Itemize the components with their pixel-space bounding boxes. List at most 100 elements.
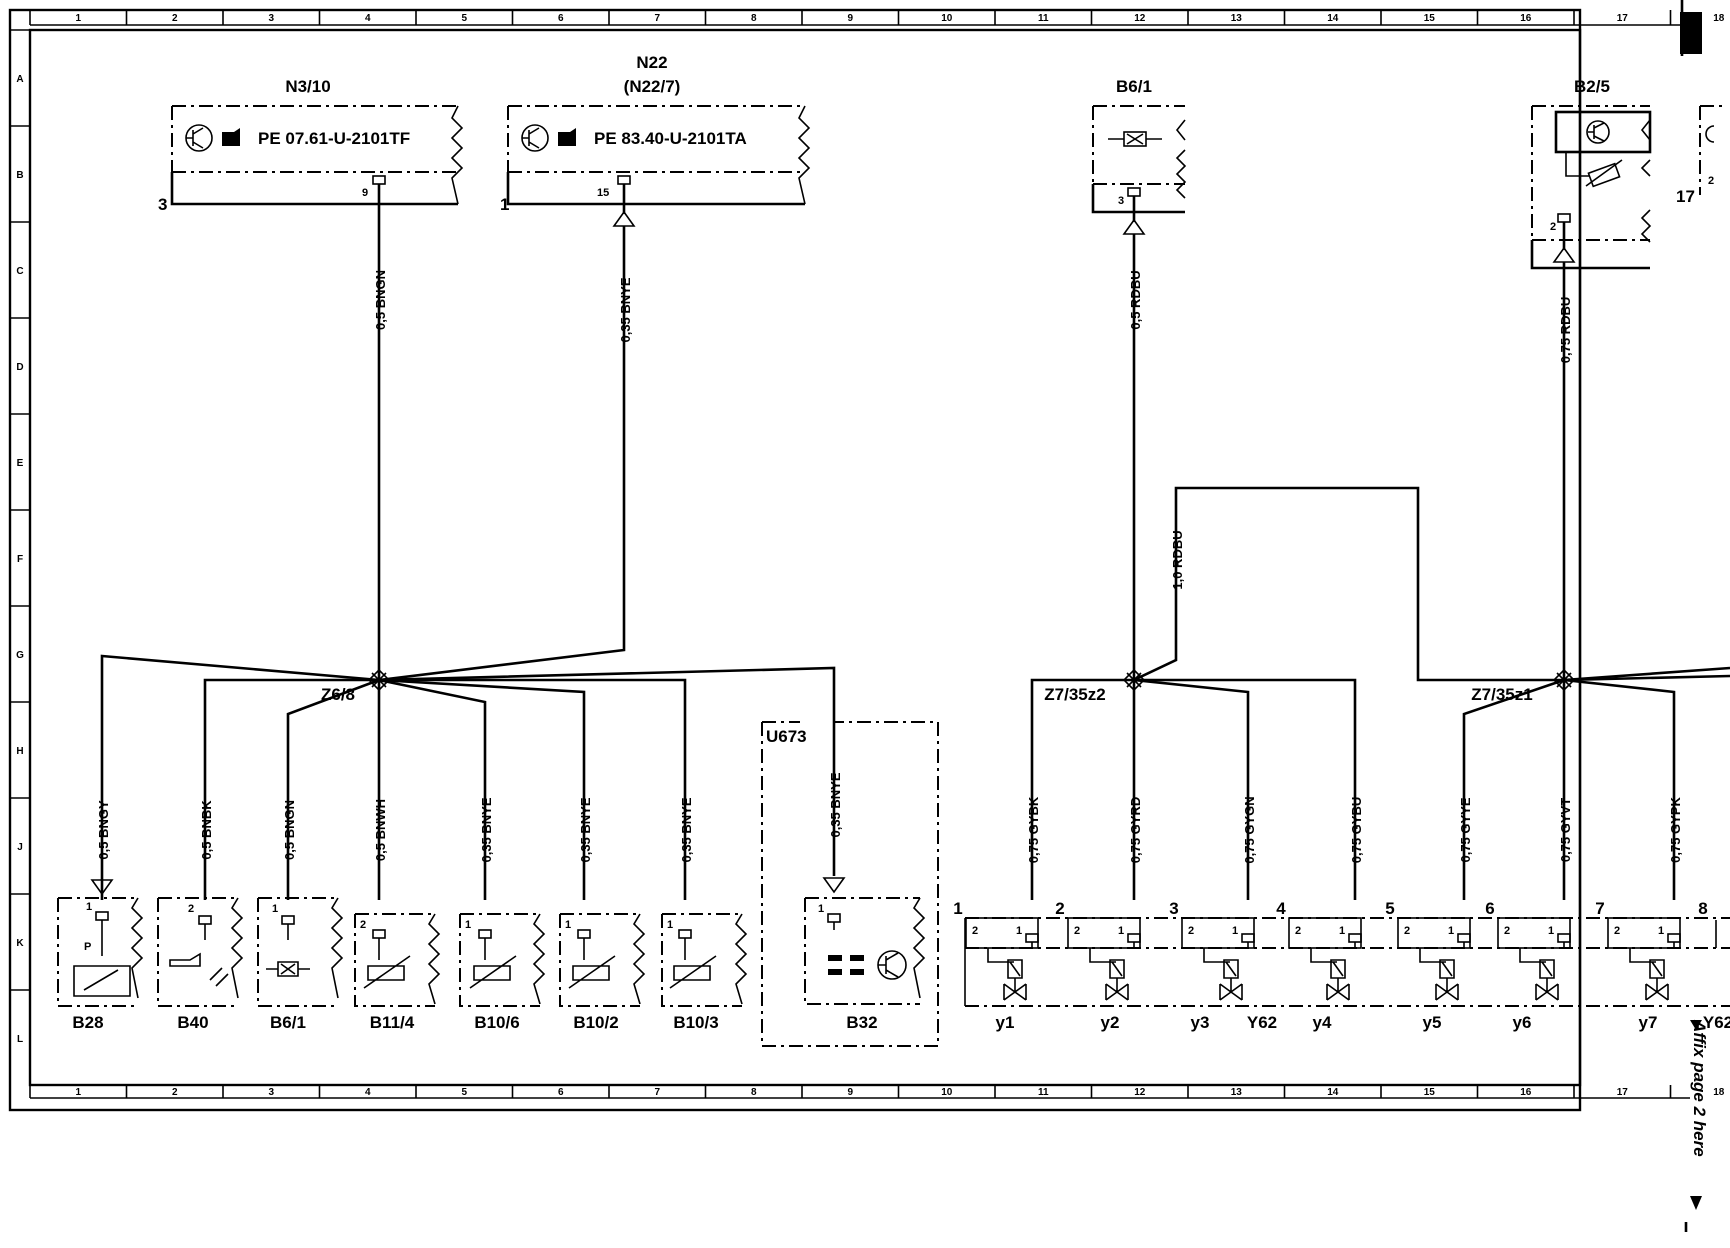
valve-number: 5 [1385, 899, 1394, 918]
wire-label: 0,5 BNGY [96, 800, 111, 860]
component-label: N22 [636, 53, 667, 72]
pointing-hand-icon [558, 128, 576, 146]
grid-column-label: 10 [941, 13, 953, 24]
grid-column-label: 14 [1327, 13, 1339, 24]
grid-column-label: 6 [558, 1087, 564, 1098]
wire-label: 0,35 BNYE [479, 797, 494, 862]
grid-row-label: A [16, 74, 23, 85]
grid-column-label: 8 [751, 13, 757, 24]
component-b2-5: B2/5 2 2 17 [1530, 77, 1725, 270]
top-wires: 0,5 BNGN 0,35 BNYE 0,5 RDBU 0,75 RDBU 1,… [372, 175, 1576, 682]
sensor-label: B28 [72, 1013, 103, 1032]
sensor-b6-1: 1 [257, 897, 344, 1007]
grid-row-label: K [16, 938, 24, 949]
grid-row-label: H [16, 746, 23, 757]
wire-label: 0,35 BNYE [679, 797, 694, 862]
splice-z7-35z2: Z7/35z2 [1030, 668, 1357, 900]
wire-label: 0,75 GYYE [1458, 797, 1473, 862]
pin-number: 2 [972, 925, 978, 937]
grid-column-label: 12 [1134, 13, 1146, 24]
component-ref: PE 83.40-U-2101TA [594, 129, 747, 148]
grid-row-label: F [17, 554, 23, 565]
valve-label: y6 [1513, 1013, 1532, 1032]
pointing-hand-icon [222, 128, 240, 146]
sensor-label: B40 [177, 1013, 208, 1032]
grid-column-label: 14 [1327, 1087, 1339, 1098]
valve-number: 6 [1485, 899, 1494, 918]
wire-label: 1,0 RDBU [1170, 530, 1185, 589]
splice-label: Z7/35z1 [1471, 685, 1532, 704]
grid-column-label: 4 [365, 1087, 371, 1098]
grid-column-label: 9 [847, 13, 853, 24]
pin-number: 1 [1548, 925, 1554, 937]
wire-label: 0,5 BNBK [199, 800, 214, 860]
pin-number: 2 [1074, 925, 1080, 937]
splice-z6-8: Z6/8 [100, 654, 836, 900]
wire-label: 0,75 GYPK [1668, 797, 1683, 863]
grid-column-label: 17 [1617, 13, 1629, 24]
component-label: B6/1 [1116, 77, 1152, 96]
pointing-hand-icon [1690, 1020, 1702, 1030]
wire-label: 0,35 BNYE [828, 772, 843, 837]
pin-number: 2 [1708, 175, 1714, 187]
pin-number: 1 [1448, 925, 1454, 937]
valve-number: 7 [1595, 899, 1604, 918]
grid-row-label: E [17, 458, 24, 469]
pin-number: 2 [1504, 925, 1510, 937]
valve-number: 8 [1698, 899, 1707, 918]
grid-column-label: 15 [1424, 1087, 1436, 1098]
grid-column-label: 16 [1520, 13, 1532, 24]
pin-number: 1 [1339, 925, 1345, 937]
grid-column-label: 1 [75, 13, 81, 24]
grid-column-label: 13 [1231, 13, 1243, 24]
valve-number: 4 [1276, 899, 1286, 918]
affix-note-text: Affix page 2 here [1690, 1019, 1709, 1157]
pin-number: 2 [1188, 925, 1194, 937]
affix-note: Affix page 2 here [1690, 1019, 1709, 1157]
grid-column-label: 6 [558, 13, 564, 24]
pin-number: 2 [1614, 925, 1620, 937]
component-ref: PE 07.61-U-2101TF [258, 129, 410, 148]
sensor-label: B10/6 [474, 1013, 519, 1032]
grid-column-label: 11 [1038, 13, 1049, 24]
sensor-b10-2: 1 [559, 913, 646, 1007]
diagram-inner-frame [28, 28, 1582, 1087]
grid-column-label: 4 [365, 13, 371, 24]
splice-label: Z6/8 [321, 685, 355, 704]
valve-label: y2 [1101, 1013, 1120, 1032]
side-number: 3 [158, 195, 167, 214]
valve-block-label: Y62 [1247, 1013, 1277, 1032]
wire-label: 0,75 GYBU [1349, 797, 1364, 863]
component-n3-10: N3/10 PE 07.61-U-2101TF 9 3 [158, 77, 464, 214]
grid-column-label: 5 [461, 1087, 467, 1098]
sensor-b11-4: 2 [354, 913, 441, 1007]
grid-row-label: C [16, 266, 23, 277]
valve-label: y4 [1313, 1013, 1332, 1032]
wire-label: 0,75 GYBK [1026, 796, 1041, 863]
grid-column-label: 2 [172, 1087, 178, 1098]
pin-number: 15 [597, 187, 609, 199]
pin-number: 1 [667, 919, 673, 931]
grid-row-label: G [16, 650, 24, 661]
grid-column-label: 15 [1424, 13, 1436, 24]
wire-label: 0,5 RDBU [1128, 270, 1143, 329]
pin-number: 1 [818, 903, 824, 915]
module-label: U673 [766, 727, 807, 746]
grid-column-label: 3 [268, 1087, 274, 1098]
pin-number: 1 [565, 919, 571, 931]
wire-label: 0,75 GYGN [1242, 796, 1257, 863]
pin-number: 2 [1295, 925, 1301, 937]
valve-label: y3 [1191, 1013, 1210, 1032]
valve-number: 1 [953, 899, 962, 918]
pin-number: 3 [1118, 195, 1124, 207]
pin-number: 1 [1016, 925, 1022, 937]
valve-label: y1 [996, 1013, 1015, 1032]
grid-column-labels: 1122334455667788991010111112121313141415… [29, 10, 1725, 1098]
valve-label: y5 [1423, 1013, 1442, 1032]
grid-column-label: 16 [1520, 1087, 1532, 1098]
valve-label: y7 [1639, 1013, 1658, 1032]
wire-label: 0,75 RDBU [1558, 297, 1573, 363]
